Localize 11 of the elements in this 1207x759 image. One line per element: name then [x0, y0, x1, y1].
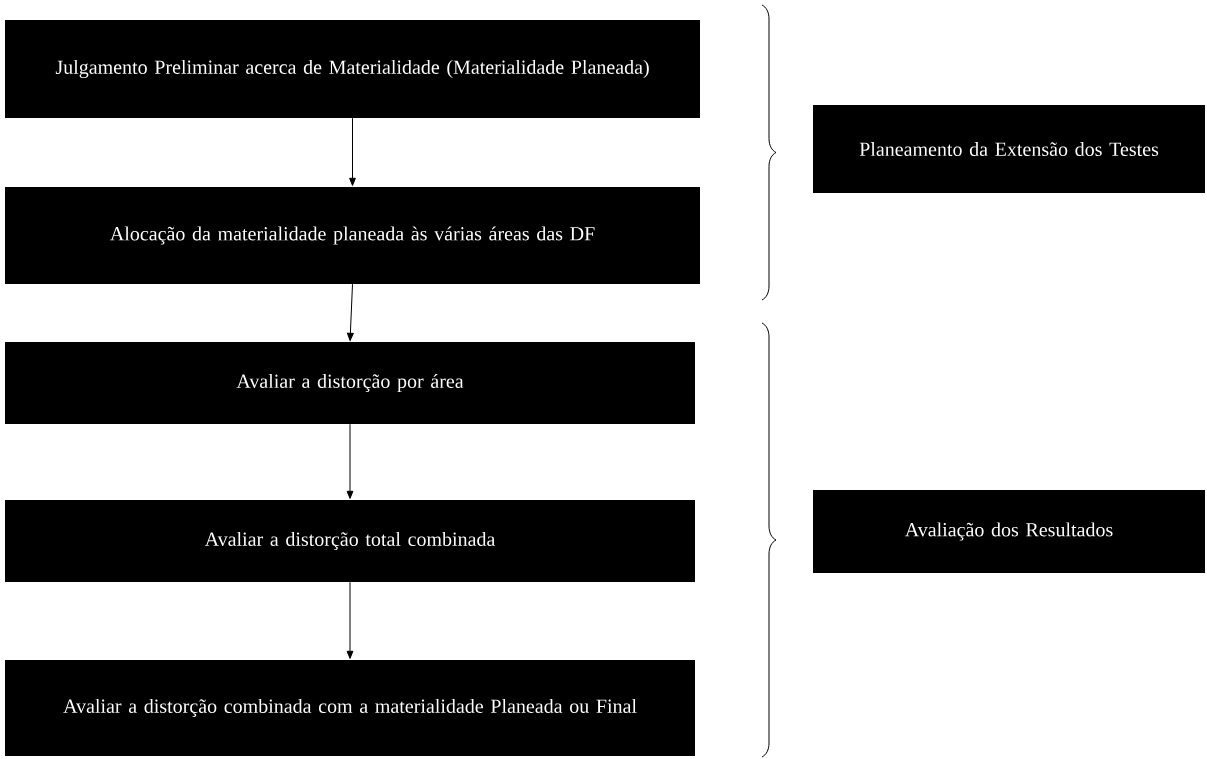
- process-box: Alocação da materialidade planeada às várias áreas das DF: [5, 187, 700, 284]
- arrow: [347, 283, 354, 341]
- process-box: Avaliar a distorção combinada com a materialidade Planeada ou Final: [5, 660, 695, 756]
- process-box: Julgamento Preliminar acerca de Materialidade (Materialidade Planeada): [5, 20, 700, 118]
- process-box: Avaliação dos Resultados: [813, 490, 1205, 573]
- process-box: Avaliar a distorção total combinada: [5, 500, 695, 582]
- arrow: [349, 117, 356, 186]
- process-box: Planeamento da Extensão dos Testes: [813, 105, 1205, 193]
- process-box: Avaliar a distorção por área: [5, 342, 695, 424]
- arrow: [346, 423, 354, 499]
- arrow: [346, 581, 354, 659]
